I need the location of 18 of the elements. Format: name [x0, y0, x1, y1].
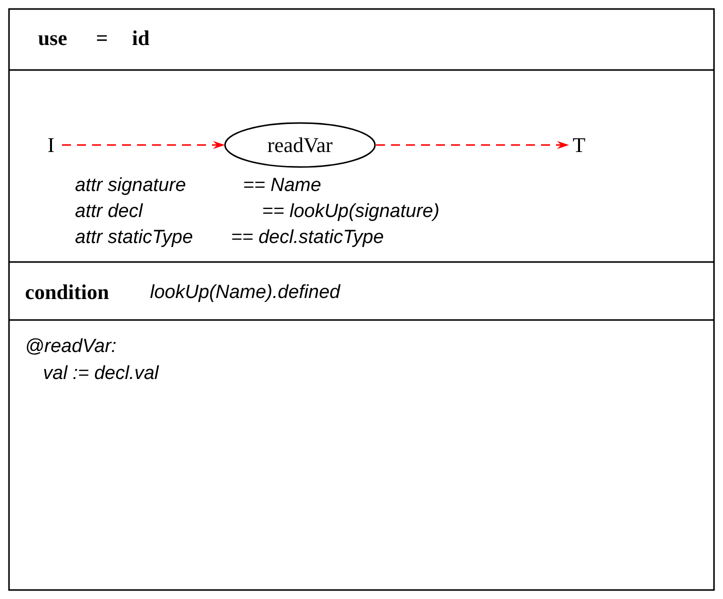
action-heading: @readVar:	[25, 337, 116, 356]
keyword: condition	[25, 282, 110, 303]
keyword: id	[132, 28, 150, 49]
attribute-name: attr decl	[75, 202, 143, 221]
terminal-label: I	[40, 131, 62, 159]
attribute-name: attr staticType	[75, 228, 193, 247]
arrow	[376, 141, 569, 149]
attribute-name: attr signature	[75, 176, 186, 195]
keyword: use	[38, 28, 68, 49]
action-statement: val := decl.val	[43, 364, 159, 383]
attribute-value: == decl.staticType	[231, 228, 384, 247]
terminal-label: T	[568, 131, 590, 159]
arrow	[62, 141, 225, 149]
process-ellipse: readVar	[224, 122, 376, 168]
operator: =	[96, 28, 108, 49]
attribute-value: == lookUp(signature)	[262, 202, 440, 221]
attribute-value: == Name	[243, 176, 322, 195]
condition-expression: lookUp(Name).defined	[150, 283, 340, 302]
